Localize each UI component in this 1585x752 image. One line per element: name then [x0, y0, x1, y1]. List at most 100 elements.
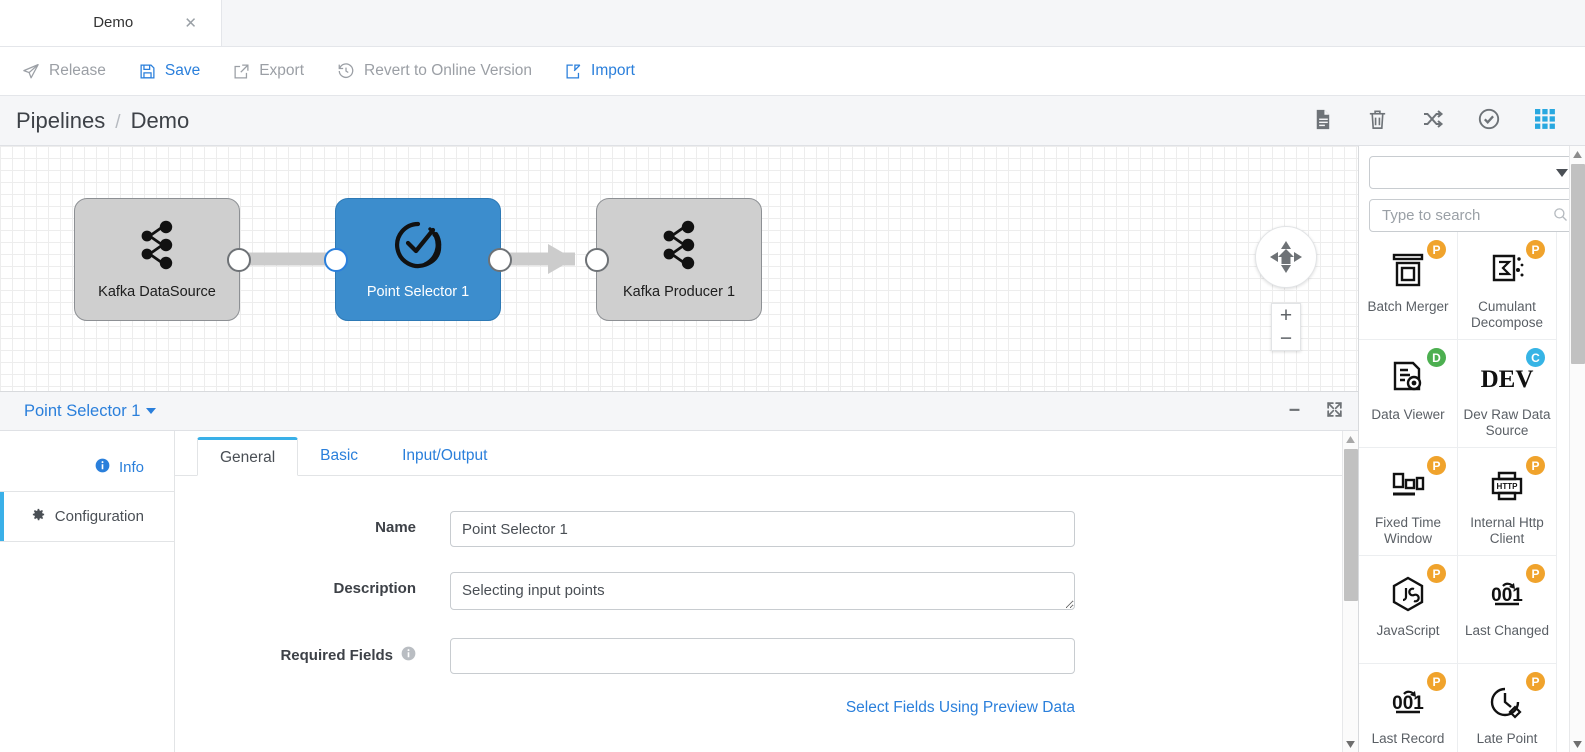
search-icon[interactable] [1553, 207, 1568, 225]
scroll-down-arrow-icon[interactable] [1346, 736, 1355, 752]
tab-label: Input/Output [402, 446, 488, 464]
document-tab-demo[interactable]: Demo ✕ [0, 0, 222, 46]
import-button[interactable]: Import [565, 62, 635, 80]
palette-item-fixed-time-window[interactable]: P Fixed Time Window [1359, 448, 1458, 556]
tab-general[interactable]: General [197, 437, 299, 476]
document-icon[interactable] [1311, 108, 1334, 134]
field-row-name: Name [175, 511, 1342, 547]
properties-title-dropdown[interactable]: Point Selector 1 [24, 402, 157, 421]
palette-item-label: Last Record [1371, 731, 1445, 746]
revert-button[interactable]: Revert to Online Version [337, 62, 532, 80]
required-fields-label: Required Fields [175, 638, 450, 665]
palette-item-label: Internal Http Client [1470, 515, 1544, 546]
scrollbar-thumb[interactable] [1571, 164, 1585, 364]
badge-processor: P [1427, 240, 1446, 259]
zoom-out-button[interactable]: − [1279, 327, 1293, 350]
sidebar-item-info[interactable]: Info [0, 443, 174, 492]
tab-input-output[interactable]: Input/Output [380, 436, 509, 475]
minimize-icon[interactable] [1286, 401, 1303, 421]
grid-apps-icon[interactable] [1533, 107, 1557, 134]
palette-item-label: Batch Merger [1367, 299, 1449, 314]
palette-category-select[interactable] [1369, 156, 1579, 189]
svg-text:001: 001 [1491, 585, 1523, 606]
palette-item-batch-merger[interactable]: P Batch Merger [1359, 232, 1458, 340]
info-icon[interactable] [401, 646, 416, 665]
node-output-port[interactable] [488, 247, 512, 272]
canvas-node-kafka-datasource[interactable]: Kafka DataSource [74, 198, 251, 321]
export-button[interactable]: Export [233, 62, 304, 80]
tab-basic[interactable]: Basic [298, 436, 380, 475]
close-icon[interactable]: ✕ [184, 14, 197, 32]
properties-panel: Point Selector 1 [0, 392, 1358, 752]
canvas-node-label: Point Selector 1 [366, 284, 470, 300]
palette-item-last-changed[interactable]: P 001 Last Changed [1458, 556, 1557, 664]
canvas-node-label: Kafka Producer 1 [622, 284, 736, 300]
name-input[interactable] [450, 511, 1075, 547]
zoom-controls: + − [1271, 303, 1301, 351]
palette-item-last-record[interactable]: P 001 Last Record [1359, 664, 1458, 752]
pipeline-canvas[interactable]: Kafka DataSource Point Selector 1 [0, 146, 1358, 392]
palette-item-label: Dev Raw Data Source [1463, 407, 1551, 438]
release-button[interactable]: Release [22, 62, 106, 80]
export-label: Export [259, 62, 305, 79]
properties-header: Point Selector 1 [0, 392, 1358, 431]
trash-icon[interactable] [1366, 108, 1389, 134]
palette-scrollbar[interactable] [1569, 146, 1585, 752]
scroll-up-arrow-icon[interactable] [1573, 146, 1582, 162]
properties-tabs: General Basic Input/Output [175, 431, 1342, 476]
scrollbar-track[interactable] [1570, 162, 1585, 736]
gear-icon [31, 507, 46, 526]
required-fields-input[interactable] [450, 638, 1075, 674]
palette-item-label: Fixed Time Window [1374, 515, 1442, 546]
palette-grid: P Batch Merger P [1359, 232, 1585, 752]
kafka-icon [657, 219, 701, 274]
tab-label: General [220, 448, 276, 466]
properties-header-tools [1286, 400, 1344, 422]
editor-left-column: Kafka DataSource Point Selector 1 [0, 146, 1358, 752]
badge-processor: P [1427, 456, 1446, 475]
required-fields-label-text: Required Fields [280, 647, 393, 664]
canvas-node-kafka-producer[interactable]: Kafka Producer 1 [585, 198, 762, 321]
badge-destination: D [1427, 348, 1446, 367]
palette-item-data-viewer[interactable]: D Data Viewer [1359, 340, 1458, 448]
palette-item-dev-raw-data-source[interactable]: C DEV Dev Raw Data Source [1458, 340, 1557, 448]
properties-side-nav: Info Configuration [0, 431, 175, 752]
node-input-port[interactable] [585, 247, 609, 272]
palette-item-late-point[interactable]: P Late Point [1458, 664, 1557, 752]
sidebar-item-configuration[interactable]: Configuration [0, 492, 174, 541]
check-circle-icon[interactable] [1477, 107, 1501, 134]
pan-home-control[interactable] [1255, 226, 1317, 288]
badge-processor: P [1526, 240, 1545, 259]
save-button[interactable]: Save [139, 62, 200, 80]
properties-scrollbar[interactable] [1342, 431, 1358, 752]
select-fields-using-preview-data-link[interactable]: Select Fields Using Preview Data [845, 699, 1075, 716]
palette-item-cumulant-decompose[interactable]: P Cumulant Decompose [1458, 232, 1557, 340]
scrollbar-thumb[interactable] [1344, 449, 1358, 601]
revert-icon [337, 62, 355, 80]
last-changed-icon: 001 [1485, 570, 1529, 618]
description-input[interactable]: Selecting input points [450, 572, 1075, 610]
svg-text:HTTP: HTTP [1497, 482, 1519, 491]
scroll-up-arrow-icon[interactable] [1346, 431, 1355, 447]
cumulant-icon [1488, 246, 1526, 294]
properties-main: General Basic Input/Output Name [175, 431, 1342, 752]
palette-item-label: Cumulant Decompose [1470, 299, 1544, 330]
zoom-in-button[interactable]: + [1279, 304, 1293, 327]
search-input[interactable] [1380, 206, 1553, 225]
node-input-port[interactable] [324, 247, 348, 272]
palette-search[interactable] [1369, 199, 1579, 232]
scrollbar-track[interactable] [1343, 447, 1358, 736]
shuffle-icon[interactable] [1421, 107, 1445, 134]
expand-icon[interactable] [1325, 400, 1344, 422]
palette-item-internal-http-client[interactable]: P HTTP Internal Http Client [1458, 448, 1557, 556]
palette-item-javascript[interactable]: P JavaScript [1359, 556, 1458, 664]
field-row-select-link: Select Fields Using Preview Data [175, 699, 1342, 717]
breadcrumb: Pipelines / Demo [16, 108, 189, 134]
badge-processor: P [1526, 564, 1545, 583]
canvas-node-point-selector[interactable]: Point Selector 1 [324, 198, 512, 321]
node-output-port[interactable] [227, 247, 251, 272]
breadcrumb-root[interactable]: Pipelines [16, 107, 106, 133]
send-icon [22, 62, 40, 80]
scroll-down-arrow-icon[interactable] [1573, 736, 1582, 752]
